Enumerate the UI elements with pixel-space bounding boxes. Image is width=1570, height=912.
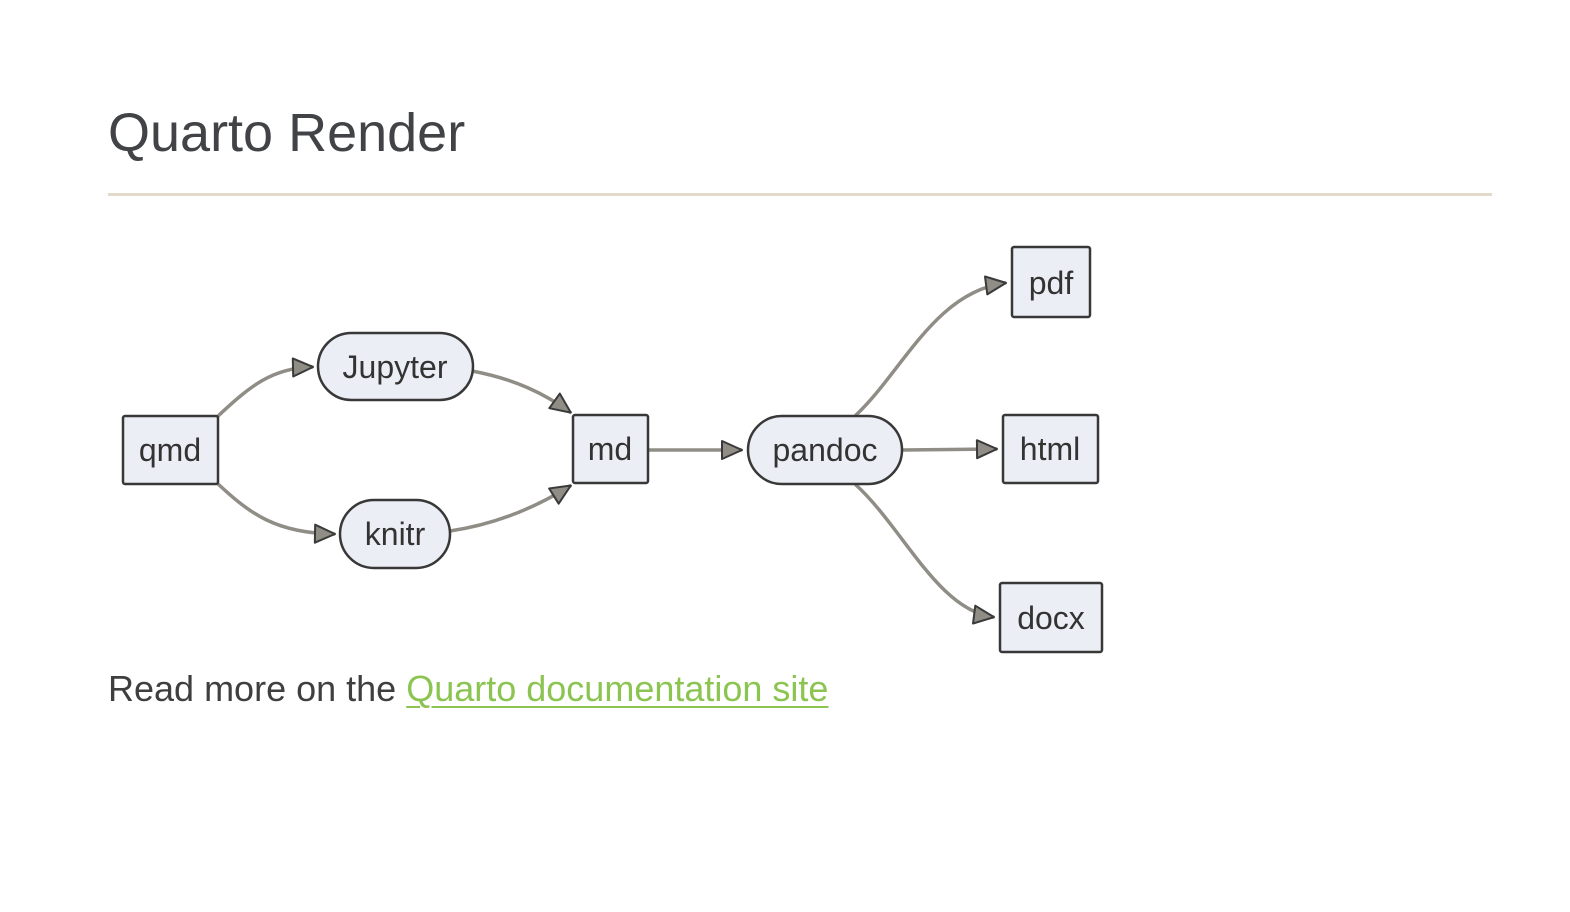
diagram-nodes: qmd Jupyter knitr md pandoc pdf <box>121 245 1104 654</box>
node-md-label: md <box>588 431 632 467</box>
edge-qmd-jupyter <box>215 357 314 419</box>
node-qmd-label: qmd <box>139 432 201 468</box>
read-more-prefix: Read more on the <box>108 668 397 709</box>
node-pandoc-label: pandoc <box>773 432 878 468</box>
node-pandoc: pandoc <box>746 414 904 486</box>
node-jupyter-label: Jupyter <box>343 349 448 385</box>
node-pdf-label: pdf <box>1029 265 1074 301</box>
title-divider <box>108 193 1492 196</box>
node-html-label: html <box>1020 431 1080 467</box>
node-docx: docx <box>998 581 1104 654</box>
node-md: md <box>571 413 650 485</box>
node-pdf: pdf <box>1010 245 1092 319</box>
page-title: Quarto Render <box>108 103 466 163</box>
edge-pandoc-html <box>901 439 998 460</box>
node-knitr-label: knitr <box>365 516 426 552</box>
edge-jupyter-md <box>470 369 572 414</box>
node-html: html <box>1001 413 1100 485</box>
read-more-text: Read more on the Quarto documentation si… <box>108 666 828 711</box>
quarto-documentation-link[interactable]: Quarto documentation site <box>406 668 829 709</box>
diagram-edges <box>215 275 1007 625</box>
node-docx-label: docx <box>1017 600 1085 636</box>
node-jupyter: Jupyter <box>316 331 475 402</box>
edge-qmd-knitr <box>215 481 336 544</box>
edge-pandoc-pdf <box>854 275 1007 417</box>
node-knitr: knitr <box>338 498 452 570</box>
edge-pandoc-docx <box>854 483 995 625</box>
node-qmd: qmd <box>121 414 220 486</box>
edge-knitr-md <box>448 484 572 533</box>
